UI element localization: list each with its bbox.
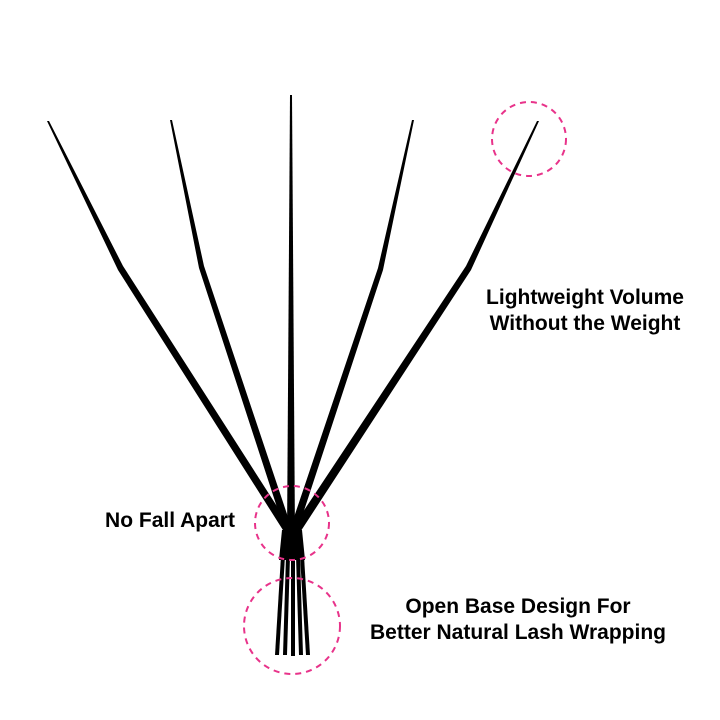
label-open-base-design: Open Base Design For Better Natural Lash… (340, 594, 696, 646)
highlight-circle-joint (254, 485, 330, 561)
lash-fan-icon (47, 95, 539, 656)
label-open-base-line2: Better Natural Lash Wrapping (370, 621, 666, 644)
label-open-base-line1: Open Base Design For (405, 595, 631, 618)
label-lightweight-line2: Without the Weight (489, 312, 681, 335)
label-no-fall-apart-text: No Fall Apart (105, 509, 235, 532)
lash-strand-3 (287, 95, 295, 538)
label-lightweight-volume: Lightweight Volume Without the Weight (455, 285, 715, 337)
label-no-fall-apart: No Fall Apart (60, 508, 280, 534)
lash-base-bristles (275, 556, 310, 656)
highlight-circle-base (243, 577, 341, 675)
lash-strand-1 (47, 121, 296, 538)
lash-strand-2 (170, 120, 295, 538)
lash-strand-4 (287, 120, 414, 538)
label-lightweight-line1: Lightweight Volume (486, 286, 684, 309)
lash-base-knot (279, 530, 305, 560)
highlight-circle-tip (491, 101, 567, 177)
lash-strand-5 (287, 121, 539, 540)
